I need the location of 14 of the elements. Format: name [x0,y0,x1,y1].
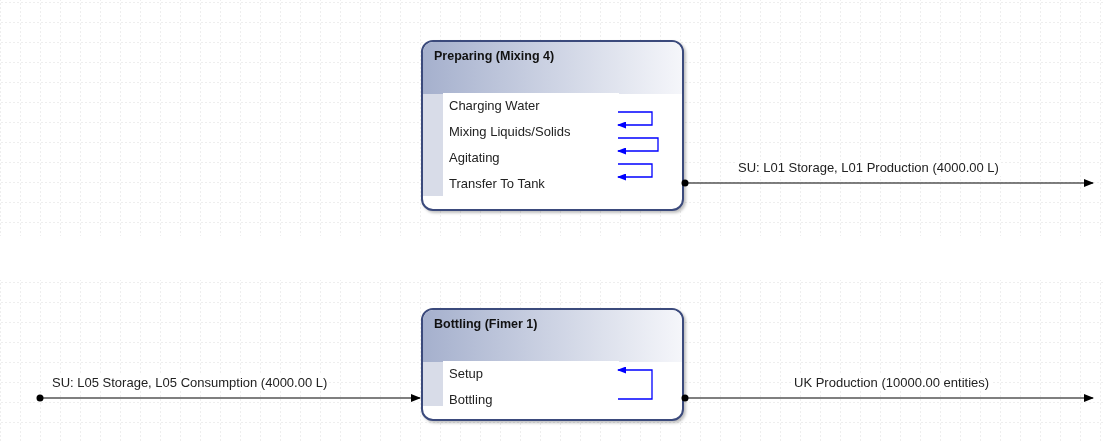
edge-label: SU: L01 Storage, L01 Production (4000.00 L) [736,160,1001,176]
edge-label: SU: L05 Storage, L05 Consumption (4000.00 L) [50,375,330,391]
process-box [421,40,684,211]
flow-arrow [681,394,1094,402]
flow-arrow [681,179,1094,187]
process-box [421,308,684,421]
flow-arrow [617,163,653,181]
flow-arrow [617,111,653,129]
process-title: Preparing (Mixing 4) [434,49,555,63]
edge-label: UK Production (10000.00 entities) [792,375,992,391]
flow-arrow [36,394,421,402]
flow-arrow [617,366,653,400]
process-title: Bottling (Fimer 1) [434,317,538,331]
flow-arrow [617,137,659,155]
